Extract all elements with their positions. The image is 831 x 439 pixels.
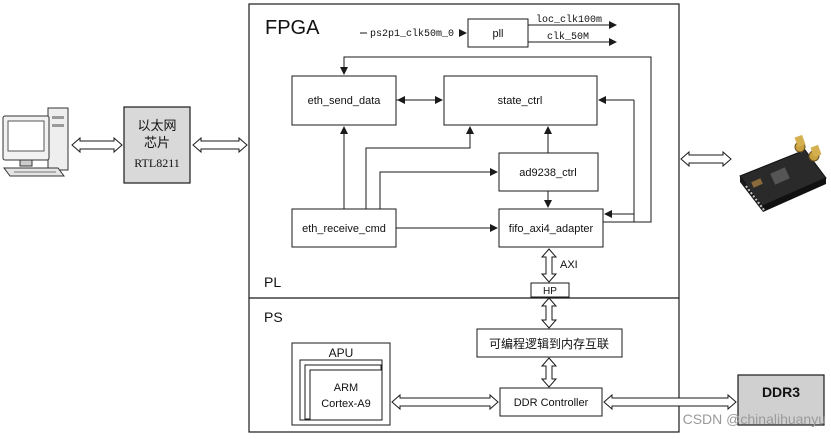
block-eth-receive-cmd: eth_receive_cmd (291, 208, 397, 248)
hp-port: HP (530, 282, 570, 298)
phy-label-line1: 以太网 (137, 118, 176, 133)
ethernet-phy-chip: 以太网 芯片 RTL8211 (123, 106, 191, 184)
pll-label: pll (492, 28, 503, 40)
pl-label: PL (264, 274, 281, 290)
fpga-boundary (248, 3, 680, 433)
apu-label: APU (329, 346, 354, 360)
phy-label-line3: RTL8211 (134, 156, 180, 170)
apu-ddrctrl-link (391, 393, 499, 411)
axi-link: AXI (540, 248, 578, 283)
arm-label-line1: ARM (334, 382, 358, 394)
ps-label: PS (264, 309, 283, 325)
state-ctrl-label: state_ctrl (498, 95, 543, 107)
interconnect-label: 可编程逻辑到内存互联 (489, 336, 609, 351)
ad9238-label: ad9238_ctrl (519, 167, 577, 179)
ddrctrl-ddr3-link (603, 393, 737, 411)
block-state-ctrl: state_ctrl (443, 75, 598, 126)
block-interconnect: 可编程逻辑到内存互联 (476, 328, 623, 358)
phy-label-line2: 芯片 (144, 135, 170, 150)
axi-label: AXI (560, 259, 578, 271)
pc-phy-link (71, 136, 123, 154)
clock-section: ps2p1_clk50m_0 pll loc_clk100m clk_50M (360, 13, 617, 48)
eth-send-label: eth_send_data (308, 95, 382, 107)
hp-interconnect-link (540, 297, 558, 329)
clock-out2-label: clk_50M (547, 31, 589, 43)
clock-input-label: ps2p1_clk50m_0 (370, 28, 454, 40)
block-eth-send-data: eth_send_data (291, 75, 397, 126)
fpga-adc-link (680, 150, 732, 168)
fpga-title: FPGA (265, 17, 320, 39)
ddr3-label: DDR3 (762, 384, 800, 400)
computer-icon (2, 107, 69, 177)
adc-board-icon (739, 134, 827, 212)
block-ad9238-ctrl: ad9238_ctrl (498, 152, 599, 192)
block-ddr3: DDR3 (737, 374, 825, 426)
watermark-text: CSDN @chinalihuanyu (683, 411, 826, 427)
arm-label-line2: Cortex-A9 (321, 398, 371, 410)
block-fifo-axi4-adapter: fifo_axi4_adapter (498, 208, 604, 248)
ddr-ctrl-label: DDR Controller (514, 397, 589, 409)
clock-out1-label: loc_clk100m (536, 14, 602, 26)
fifo-label: fifo_axi4_adapter (509, 223, 594, 235)
block-apu: APU ARM Cortex-A9 (291, 342, 391, 426)
eth-receive-label: eth_receive_cmd (302, 223, 386, 235)
phy-fpga-link (192, 136, 248, 154)
hp-label: HP (543, 286, 557, 297)
block-ddr-controller: DDR Controller (499, 387, 603, 417)
pl-connections (340, 56, 652, 232)
interconnect-ddrctrl-link (540, 357, 558, 388)
